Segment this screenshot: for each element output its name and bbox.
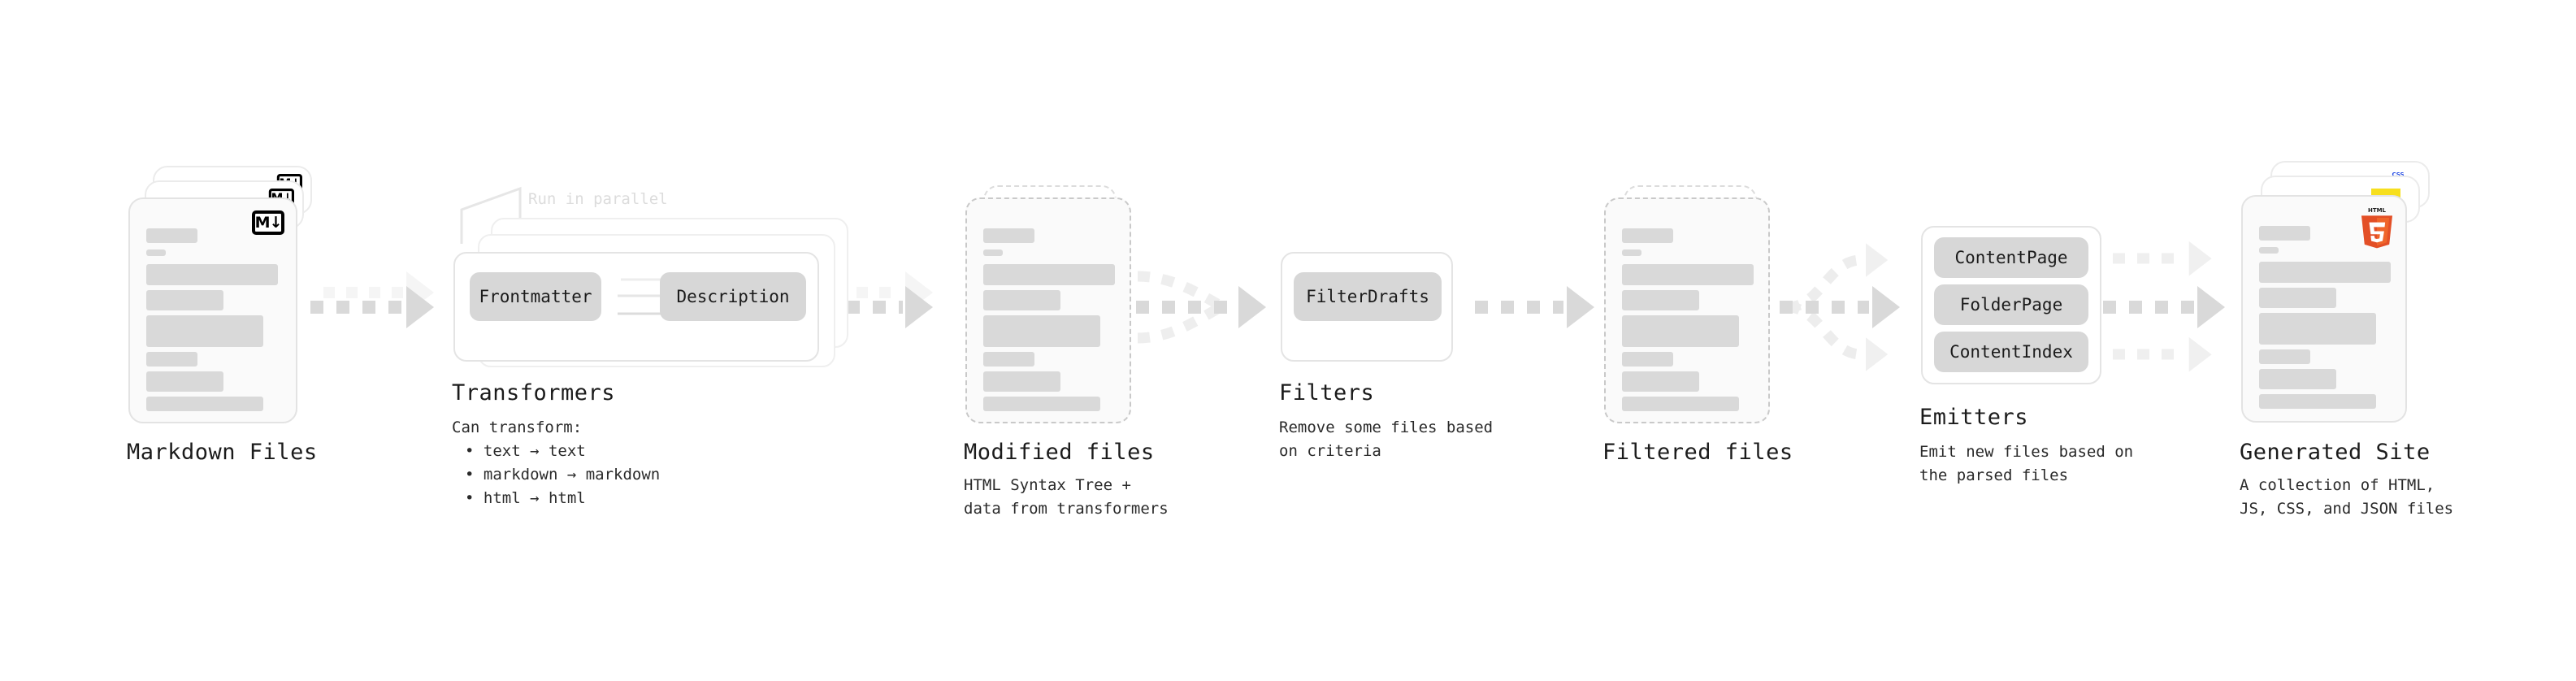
skeleton-line — [2259, 288, 2336, 308]
stage-title-modified-files: Modified files — [964, 440, 1155, 465]
skeleton-line — [2259, 349, 2310, 364]
connector-markdown-to-transformers — [310, 271, 434, 328]
stage-title-filters: Filters — [1279, 380, 1375, 406]
site-card-html[interactable]: HTML — [2241, 195, 2407, 423]
markdown-card-front[interactable]: M↓ — [128, 197, 297, 423]
skeleton-line — [146, 249, 166, 256]
svg-text:HTML: HTML — [2368, 207, 2387, 214]
stage-title-filtered-files: Filtered files — [1602, 440, 1793, 465]
connector-filtered-to-emitters — [1780, 243, 1900, 371]
skeleton-line — [1622, 371, 1699, 392]
connector-filters-to-filtered — [1475, 286, 1594, 328]
run-in-parallel-note: Run in parallel — [528, 190, 668, 208]
html5-icon: HTML — [2361, 207, 2393, 249]
skeleton-line — [146, 290, 223, 310]
skeleton-line — [983, 249, 1003, 256]
skeleton-line — [2259, 247, 2279, 254]
bullet-label: text → text — [483, 442, 586, 460]
skeleton-line — [146, 315, 263, 347]
skeleton-line — [2259, 394, 2376, 409]
skeleton-line — [2259, 226, 2310, 241]
skeleton-line — [1622, 249, 1641, 256]
skeleton-line — [983, 371, 1060, 392]
pill-contentpage[interactable]: ContentPage — [1934, 237, 2088, 278]
transformers-bullet-1: • markdown → markdown — [465, 466, 661, 484]
skeleton-line — [1622, 315, 1739, 347]
skeleton-line — [2259, 369, 2336, 389]
pill-description[interactable]: Description — [660, 272, 806, 321]
stage-title-transformers: Transformers — [452, 380, 616, 406]
skeleton-line — [146, 264, 278, 285]
modified-card-front[interactable] — [965, 197, 1131, 423]
skeleton-line — [146, 352, 197, 367]
bullet-label: markdown → markdown — [483, 466, 661, 484]
filtered-card-front[interactable] — [1604, 197, 1770, 423]
connector-emitters-to-site — [2103, 241, 2225, 372]
skeleton-line — [1622, 228, 1673, 243]
emitters-description: Emit new files based on the parsed files — [1919, 443, 2134, 484]
modified-files-description: HTML Syntax Tree + data from transformer… — [964, 476, 1169, 518]
transformers-bullet-0: • text → text — [465, 442, 586, 460]
pill-filterdrafts[interactable]: FilterDrafts — [1294, 272, 1442, 321]
skeleton-line — [983, 397, 1100, 411]
skeleton-line — [1622, 352, 1673, 367]
generated-site-description: A collection of HTML, JS, CSS, and JSON … — [2240, 476, 2454, 518]
skeleton-line — [146, 228, 197, 243]
stage-title-generated-site: Generated Site — [2240, 440, 2431, 465]
connector-modified-to-filters — [1136, 271, 1266, 344]
skeleton-line — [2259, 313, 2376, 345]
pill-frontmatter[interactable]: Frontmatter — [470, 272, 601, 321]
skeleton-line — [2259, 262, 2391, 283]
skeleton-line — [983, 315, 1100, 347]
skeleton-line — [146, 371, 223, 392]
stage-title-emitters: Emitters — [1919, 405, 2029, 430]
skeleton-line — [983, 290, 1060, 310]
stage-title-markdown-files: Markdown Files — [127, 440, 318, 465]
markdown-badge: M↓ — [252, 210, 284, 235]
pill-contentindex[interactable]: ContentIndex — [1934, 332, 2088, 372]
skeleton-line — [1622, 397, 1739, 411]
skeleton-line — [983, 264, 1115, 285]
bullet-label: html → html — [483, 489, 586, 507]
transformers-description: Can transform: — [452, 419, 583, 436]
skeleton-line — [983, 228, 1034, 243]
pill-folderpage[interactable]: FolderPage — [1934, 284, 2088, 325]
skeleton-line — [1622, 264, 1754, 285]
filters-description: Remove some files based on criteria — [1279, 419, 1494, 460]
skeleton-line — [146, 397, 263, 411]
transformers-bullet-2: • html → html — [465, 489, 586, 507]
skeleton-line — [1622, 290, 1699, 310]
skeleton-line — [983, 352, 1034, 367]
